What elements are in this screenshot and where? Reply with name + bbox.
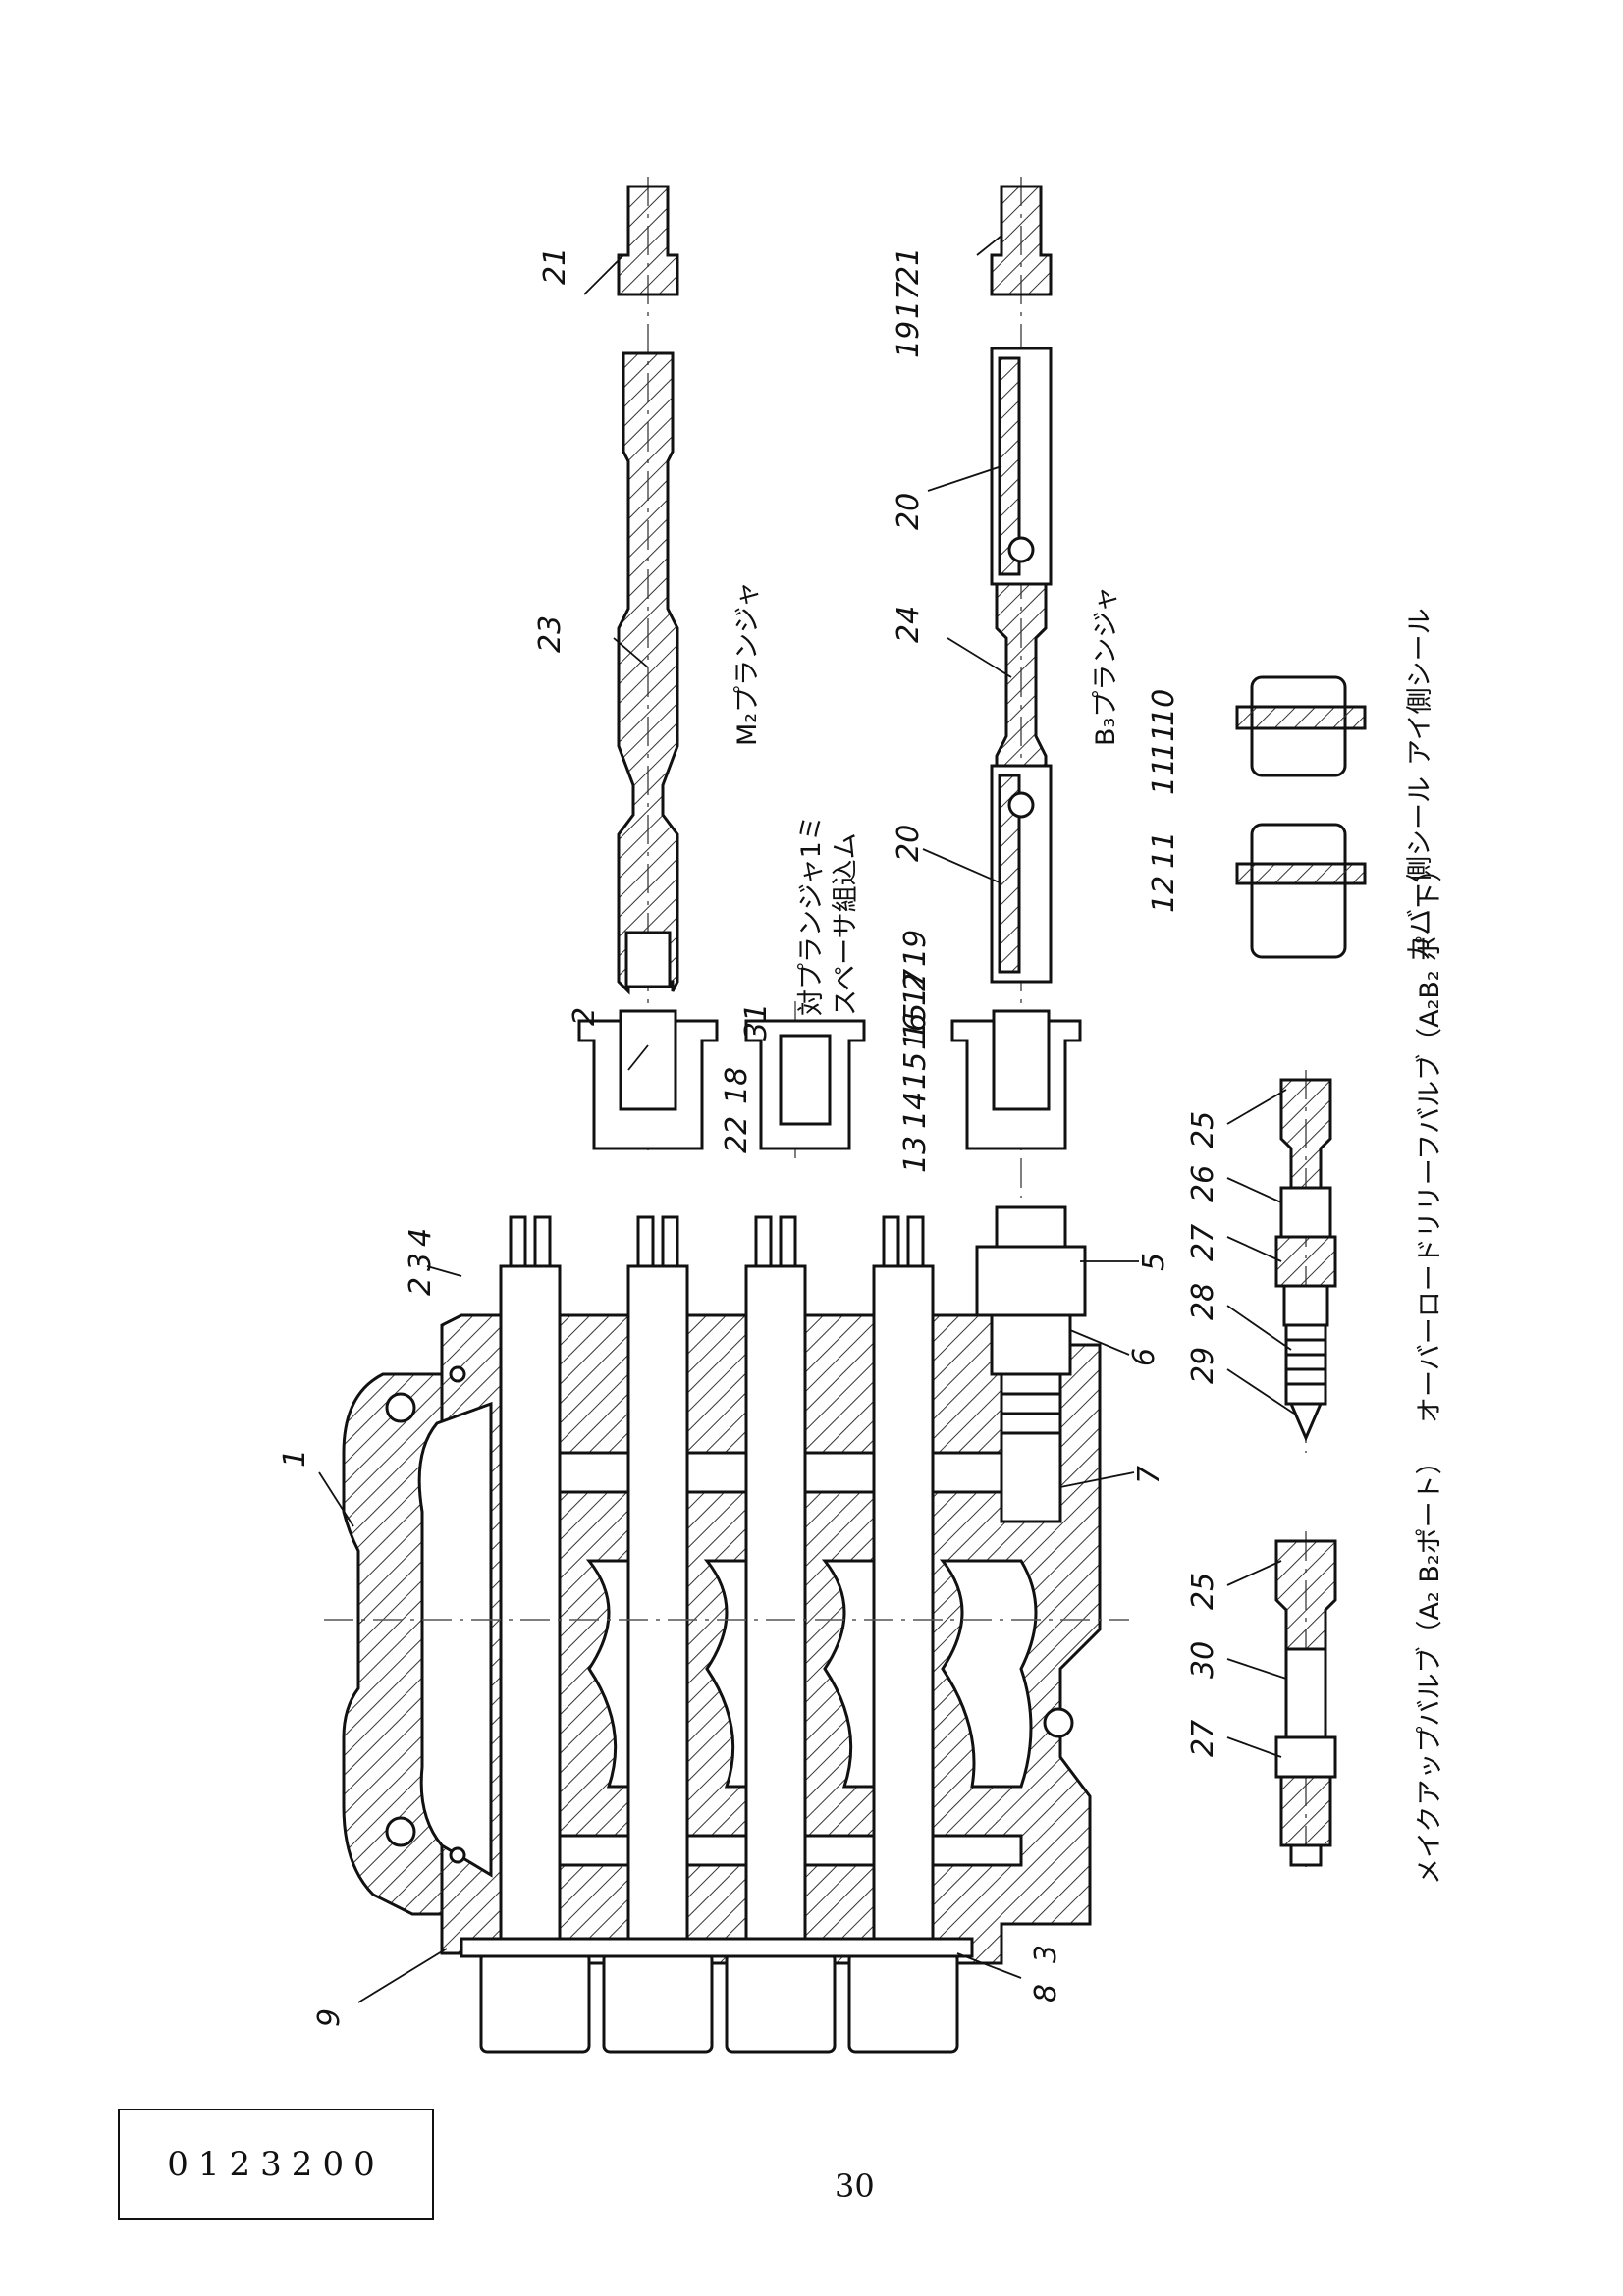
callout-15: 15 [898, 1052, 933, 1090]
callout-numbers: 1 2 3 4 5 6 7 8 3 9 2 31 18 22 13 14 15 … [278, 247, 1220, 2027]
part-captions: M₂プランジャ B₃プランジャ 対プランジャ1ミ スペーサ組込ム オーバーロード… [732, 581, 1445, 1885]
callout-21b: 21 [892, 247, 926, 285]
callout-22: 22 [720, 1116, 754, 1153]
callout-30: 30 [1186, 1641, 1220, 1679]
callout-3: 3 [404, 1253, 438, 1271]
document-number: 0123200 [167, 2145, 385, 2184]
callout-15b: 15 [898, 1003, 933, 1041]
caption-cover-seal: カバー側シール [1405, 776, 1435, 962]
overload-relief-valve [1274, 1078, 1337, 1442]
page-number: 30 [835, 2167, 875, 2205]
callout-27a: 27 [1186, 1224, 1220, 1261]
callout-25a: 25 [1186, 1111, 1220, 1148]
callout-18: 18 [720, 1067, 754, 1104]
callout-31: 31 [739, 1003, 774, 1041]
callout-24: 24 [892, 606, 926, 643]
callout-2c: 2 [898, 973, 933, 991]
callout-27b: 27 [1186, 1720, 1220, 1757]
callout-26: 26 [1186, 1165, 1220, 1202]
valve-body [342, 1313, 1102, 1965]
callout-13: 13 [898, 1136, 933, 1173]
caption-m2-plunger: M₂プランジャ [732, 581, 763, 746]
m2-plunger-assembly [577, 185, 866, 1150]
callout-29: 29 [1186, 1347, 1220, 1384]
callout-28: 28 [1186, 1283, 1220, 1320]
callout-2b: 2 [568, 1007, 602, 1026]
callout-21a: 21 [538, 247, 572, 285]
caption-makeup-valve: メイクアップバルブ（A₂ B₂ポート） [1415, 1448, 1445, 1885]
callout-6: 6 [1127, 1348, 1162, 1366]
callout-5: 5 [1137, 1253, 1171, 1271]
callout-17b: 17 [892, 282, 926, 319]
callout-25b: 25 [1186, 1573, 1220, 1610]
callout-17: 17 [898, 969, 933, 1006]
seal-details [1235, 675, 1367, 959]
callout-20b: 20 [892, 493, 926, 530]
caption-spacer-line1: 対プランジャ1ミ [796, 815, 827, 1016]
callout-20a: 20 [892, 825, 926, 862]
caption-i-seal: アイ側シール [1405, 608, 1435, 766]
body-relief-valve [975, 1205, 1087, 1523]
callout-19: 19 [898, 930, 933, 967]
callout-11a: 11 [1147, 831, 1181, 869]
document-number-box: 0123200 [118, 2109, 434, 2220]
callout-4: 4 [404, 1228, 438, 1247]
callout-11b: 11 [1147, 758, 1181, 795]
leader-lines [318, 235, 1295, 2003]
makeup-valve [1274, 1539, 1337, 1867]
callout-3b: 3 [1029, 1945, 1063, 1963]
callout-16: 16 [898, 1013, 933, 1050]
callout-23: 23 [533, 615, 568, 653]
callout-7: 7 [1132, 1466, 1166, 1484]
callout-14: 14 [898, 1092, 933, 1129]
caption-overload-valve: オーバーロードリリーフバルブ（A₂B₂ ポート） [1415, 856, 1445, 1423]
callout-12: 12 [1147, 876, 1181, 913]
callout-10: 10 [1147, 689, 1181, 726]
callout-19b: 19 [892, 321, 926, 358]
callout-2: 2 [404, 1277, 438, 1296]
callout-9: 9 [312, 2008, 347, 2027]
callout-8: 8 [1029, 1984, 1063, 2002]
callout-1: 1 [278, 1449, 312, 1468]
b3-plunger-assembly [950, 185, 1082, 1150]
spools [460, 1215, 974, 2054]
caption-spacer-line2: スペーサ組込ム [831, 832, 861, 1016]
caption-b3-plunger: B₃プランジャ [1091, 586, 1121, 746]
callout-11c: 11 [1147, 723, 1181, 761]
